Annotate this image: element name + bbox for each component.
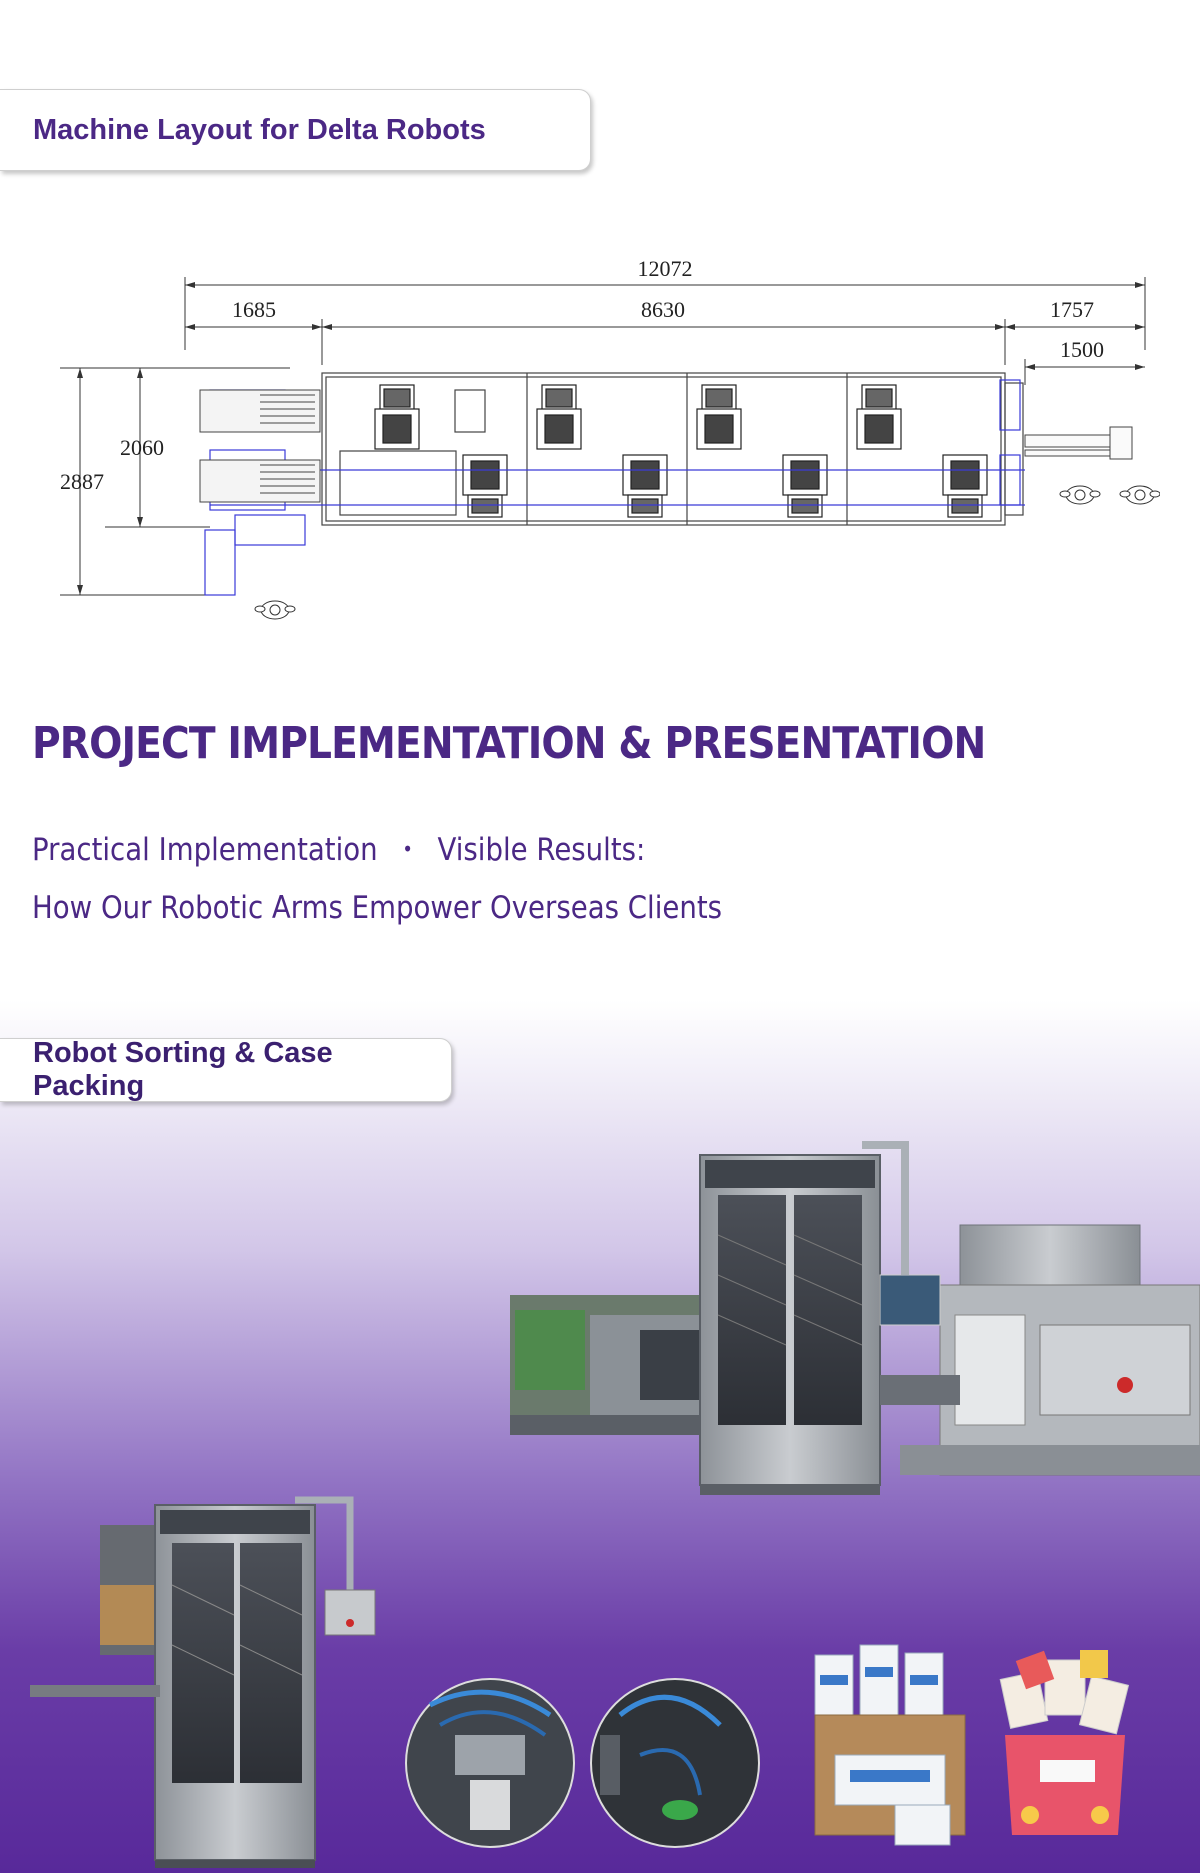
dimension-middle-segment: 8630: [641, 297, 685, 322]
dimension-right-segment: 1757: [1050, 297, 1094, 322]
production-line-right: [900, 1224, 1200, 1476]
gripper-detail-photo-1: [405, 1678, 575, 1848]
project-subtitle-line2: How Our Robotic Arms Empower Overseas Cl…: [32, 890, 723, 926]
dimension-total-height: 2887: [60, 469, 104, 494]
project-title: PROJECT IMPLEMENTATION & PRESENTATION: [32, 718, 986, 769]
dimension-inner-height: 2060: [120, 435, 164, 460]
subtitle-separator: •: [402, 837, 413, 861]
production-line-left: [510, 1295, 710, 1435]
dimension-total-length: 12072: [638, 256, 693, 281]
delta-robot-cabinet-small: [30, 1496, 376, 1868]
section-title: Machine Layout for Delta Robots: [33, 113, 486, 146]
dimension-right-sub-segment: 1500: [1060, 337, 1104, 362]
dimension-left-segment: 1685: [232, 297, 276, 322]
section-tab-robot-sorting: Robot Sorting & Case Packing: [0, 1037, 452, 1102]
section-title: Robot Sorting & Case Packing: [33, 1037, 333, 1102]
machine-layout-drawing: 12072 1685 8630 1757 1500 2060 2887: [60, 256, 1160, 620]
delta-robot-cabinet-large: [699, 1141, 960, 1495]
subtitle-visible-results: Visible Results:: [437, 832, 646, 868]
milk-carton-case-photo: [814, 1644, 966, 1846]
snack-gift-box-photo: [999, 1650, 1130, 1835]
gripper-detail-photo-2: [590, 1678, 760, 1848]
project-subtitle-line1: Practical Implementation • Visible Resul…: [32, 832, 645, 868]
section-tab-machine-layout: Machine Layout for Delta Robots: [0, 89, 591, 171]
machine-photos-illustration: [30, 1141, 1200, 1868]
subtitle-practical: Practical Implementation: [32, 832, 378, 868]
